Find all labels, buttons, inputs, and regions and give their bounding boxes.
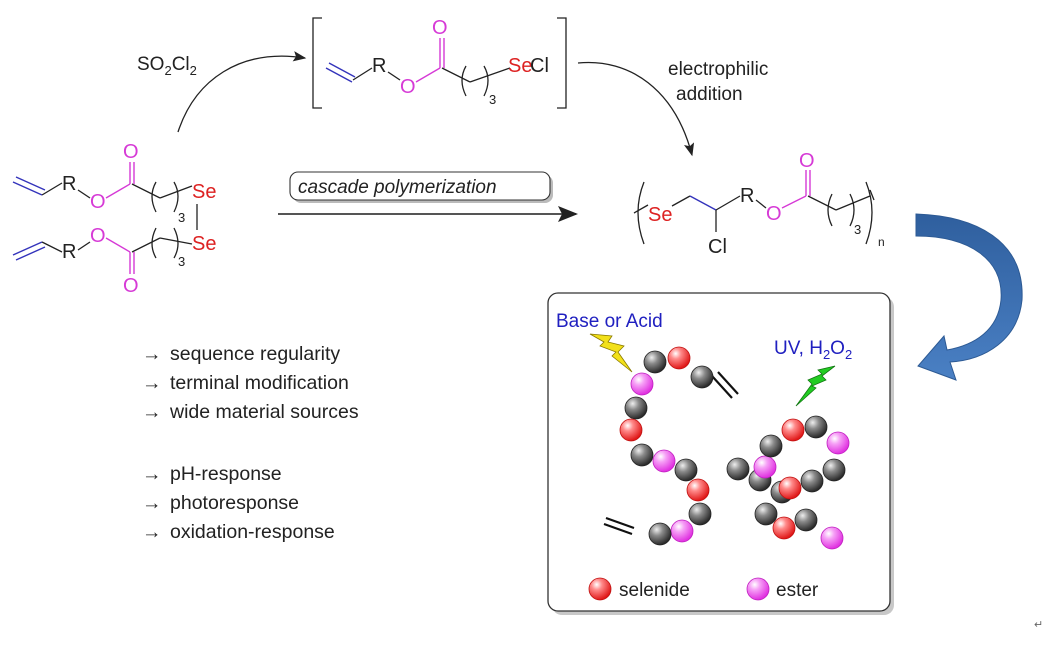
backbone-bead <box>643 350 667 374</box>
legend-selenide-swatch <box>588 577 612 601</box>
backbone-bead <box>794 508 818 532</box>
ester-bead <box>826 431 850 455</box>
repeat-count-top: 3 <box>178 210 185 225</box>
carbonyl-oxygen: O <box>799 150 815 172</box>
stimulus-right-label: UV, H2O2 <box>774 338 852 362</box>
addition-arrow <box>577 61 695 157</box>
ester-bead <box>670 519 694 543</box>
se-atom-bottom: Se <box>192 233 216 255</box>
cl-atom: Cl <box>530 55 549 77</box>
polymer-beads <box>619 346 850 550</box>
big-curved-arrow-icon <box>915 213 1023 381</box>
selenide-bead <box>781 418 805 442</box>
arrow-icon: → <box>142 401 162 423</box>
paren-right <box>865 181 873 245</box>
backbone-bead <box>754 502 778 526</box>
legend-selenide-label: selenide <box>619 580 690 601</box>
polymer-n: n <box>878 235 885 249</box>
feature-item: →wide material sources <box>142 398 359 427</box>
arrow-icon: → <box>142 372 162 394</box>
cascade-label-box: cascade polymerization <box>289 171 553 203</box>
bracket-right <box>557 17 567 109</box>
inset-panel: Base or Acid UV, H2O2 selenide ester <box>547 292 894 615</box>
backbone-bead <box>648 522 672 546</box>
cascade-label: cascade polymerization <box>298 177 497 198</box>
backbone-bead <box>630 443 654 467</box>
feature-item: →photoresponse <box>142 489 335 518</box>
feature-item: →pH-response <box>142 460 335 489</box>
chain-end-vinyl-bottom <box>603 516 635 536</box>
vinyl-bond <box>325 62 356 83</box>
selenide-bead <box>619 418 643 442</box>
carbonyl-oxygen: O <box>432 17 448 39</box>
ester-bead <box>820 526 844 550</box>
se-atom-top: Se <box>192 181 216 203</box>
monomer-structure: R O O 3 Se R O O 3 Se <box>12 141 216 297</box>
backbone-bead <box>624 396 648 420</box>
paragraph-mark: ↵ <box>1034 619 1043 631</box>
ester-bead <box>630 372 654 396</box>
backbone-bead <box>822 458 846 482</box>
backbone-bead <box>688 502 712 526</box>
selenide-bead <box>667 346 691 370</box>
selenide-bead <box>772 516 796 540</box>
feature-list-structural: →sequence regularity →terminal modificat… <box>142 340 359 427</box>
backbone-bead <box>690 365 714 389</box>
lightning-yellow-icon <box>589 333 633 373</box>
legend-ester-label: ester <box>776 580 819 601</box>
backbone-bead <box>800 469 824 493</box>
carbonyl-oxygen-top: O <box>123 141 139 163</box>
selenide-bead <box>778 476 802 500</box>
arrow-icon: → <box>142 463 162 485</box>
polymer-structure: Se Cl R O O 3 n <box>633 150 885 258</box>
selenide-bead <box>686 478 710 502</box>
bracket-left <box>312 17 322 109</box>
feature-item: →oxidation-response <box>142 518 335 547</box>
arrow-icon: → <box>142 492 162 514</box>
r-group: R <box>372 55 386 77</box>
reagent-label: SO2Cl2 <box>137 54 197 78</box>
backbone-bead <box>759 434 783 458</box>
r-group-top: R <box>62 173 76 195</box>
step-label-line2: addition <box>676 84 743 105</box>
feature-list-responsive: →pH-response →photoresponse →oxidation-r… <box>142 460 335 547</box>
paren-left <box>637 181 645 245</box>
backbone-bead <box>674 458 698 482</box>
ester-bead <box>753 455 777 479</box>
reagent-arrow <box>177 51 307 133</box>
r-group: R <box>740 185 754 207</box>
ester-oxygen-bottom: O <box>90 225 106 247</box>
backbone-bead <box>726 457 750 481</box>
chain-end-vinyl-top <box>711 371 739 399</box>
feature-item: →terminal modification <box>142 369 359 398</box>
ester-oxygen: O <box>766 203 782 225</box>
lightning-green-icon <box>795 365 836 407</box>
feature-item: →sequence regularity <box>142 340 359 369</box>
step-label-line1: electrophilic <box>668 59 768 80</box>
stimulus-left-label: Base or Acid <box>556 311 663 332</box>
intermediate-structure: R O O 3 Se Cl <box>312 17 567 109</box>
r-group-bottom: R <box>62 241 76 263</box>
carbonyl-oxygen-bottom: O <box>123 275 139 297</box>
ester-oxygen-top: O <box>90 191 106 213</box>
arrow-icon: → <box>142 521 162 543</box>
repeat-count: 3 <box>854 222 861 237</box>
repeat-count-bottom: 3 <box>178 254 185 269</box>
repeat-count: 3 <box>489 92 496 107</box>
arrow-icon: → <box>142 343 162 365</box>
backbone-bead <box>804 415 828 439</box>
cl-atom: Cl <box>708 236 727 258</box>
legend-ester-swatch <box>746 577 770 601</box>
se-atom: Se <box>508 55 532 77</box>
ester-bead <box>652 449 676 473</box>
se-atom: Se <box>648 204 672 226</box>
ester-oxygen: O <box>400 76 416 98</box>
